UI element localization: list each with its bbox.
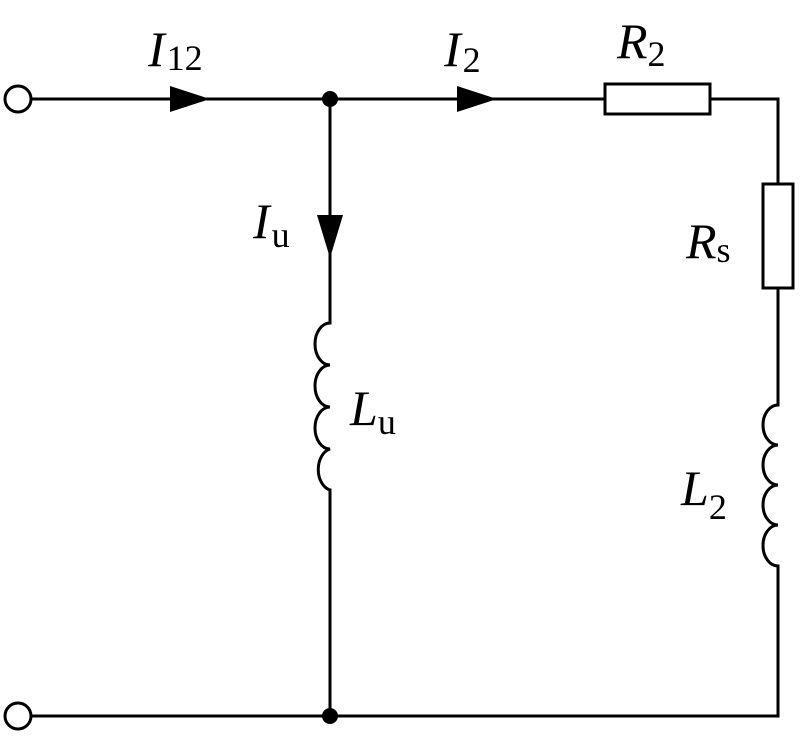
label-lu-main: L (349, 380, 378, 436)
label-rs: Rs (685, 213, 731, 270)
input-terminal-top (3, 84, 33, 114)
label-lu: Lu (349, 380, 396, 442)
label-i12-main: I (147, 21, 167, 77)
arrow-i12 (170, 86, 210, 112)
label-rs-sub: s (717, 230, 731, 270)
label-i2-main: I (443, 21, 463, 77)
resistor-r2 (603, 82, 712, 116)
label-l2-sub: 2 (709, 487, 727, 527)
label-iu-main: I (252, 193, 272, 249)
label-i2: I2 (443, 21, 481, 80)
label-rs-main: R (685, 213, 717, 269)
label-iu-sub: u (272, 215, 290, 255)
label-lu-sub: u (378, 402, 396, 442)
input-terminal-bottom (3, 701, 33, 731)
arrow-i2 (457, 86, 497, 112)
label-i12: I12 (147, 21, 203, 78)
junction-top (322, 91, 338, 107)
label-r2-main: R (616, 13, 648, 69)
label-l2-main: L (680, 460, 709, 516)
label-i12-sub: 12 (167, 38, 203, 78)
inductor-l2 (761, 403, 779, 568)
resistor-rs (761, 182, 795, 290)
arrow-iu (317, 215, 343, 258)
inductor-lu (313, 321, 331, 492)
label-r2-sub: 2 (648, 34, 666, 74)
label-i2-sub: 2 (463, 40, 481, 80)
label-iu: Iu (252, 193, 290, 255)
label-r2: R2 (616, 13, 666, 74)
junction-bottom (322, 708, 338, 724)
label-l2: L2 (680, 460, 727, 527)
